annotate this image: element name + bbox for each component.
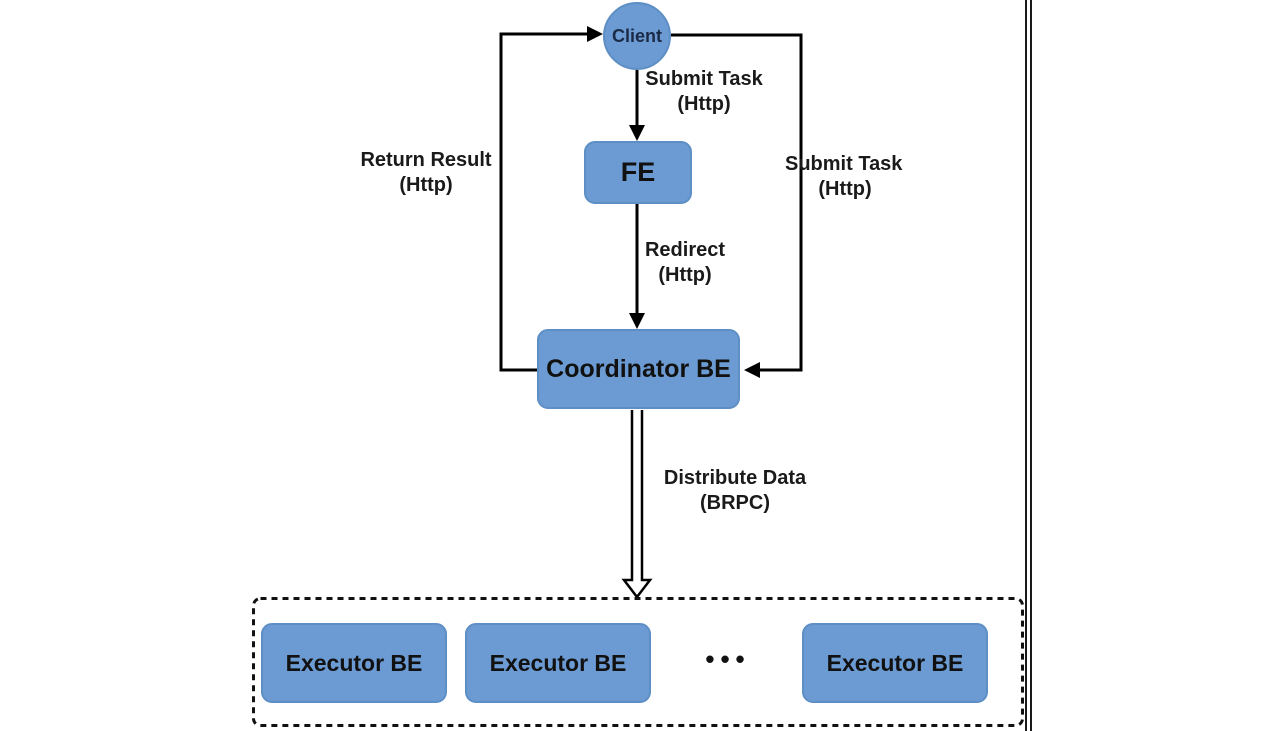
submit-task-right-arrow [671, 33, 803, 378]
redirect-arrow [629, 204, 645, 329]
submit-task-right-line2: (Http) [818, 178, 872, 200]
page-edge-line [1030, 0, 1032, 731]
distribute-data-line1: Distribute Data [663, 467, 807, 489]
redirect-line2: (Http) [658, 264, 712, 286]
redirect-label: Redirect (Http) [595, 238, 775, 288]
return-result-label: Return Result (Http) [336, 148, 516, 198]
redirect-line1: Redirect [644, 239, 726, 261]
coordinator-be-label: Coordinator BE [546, 354, 731, 383]
distribute-data-line2: (BRPC) [700, 492, 770, 514]
return-result-arrow [499, 26, 603, 372]
executor-be-label: Executor BE [826, 649, 964, 676]
executor-be-node-3: Executor BE [802, 623, 988, 703]
coordinator-be-node: Coordinator BE [537, 329, 740, 409]
page-edge-line [1025, 0, 1027, 731]
executor-be-label: Executor BE [489, 649, 627, 676]
client-node: Client [603, 2, 671, 70]
executor-group-border [252, 597, 1024, 727]
executor-be-node-1: Executor BE [261, 623, 447, 703]
submit-task-top-line2: (Http) [677, 93, 731, 115]
fe-node: FE [584, 141, 692, 204]
more-executors-ellipsis: ••• [705, 644, 751, 674]
executor-be-node-2: Executor BE [465, 623, 651, 703]
return-result-line2: (Http) [399, 174, 453, 196]
client-label: Client [611, 25, 662, 46]
fe-label: FE [620, 157, 656, 187]
submit-task-right-label: Submit Task (Http) [773, 152, 953, 202]
submit-task-top-line1: Submit Task [645, 68, 763, 90]
submit-task-right-line1: Submit Task [785, 153, 903, 175]
submit-task-top-label: Submit Task (Http) [614, 67, 794, 117]
return-result-line1: Return Result [360, 149, 492, 171]
executor-be-label: Executor BE [285, 649, 423, 676]
distribute-data-label: Distribute Data (BRPC) [645, 466, 825, 516]
submit-task-arrow [629, 70, 645, 141]
